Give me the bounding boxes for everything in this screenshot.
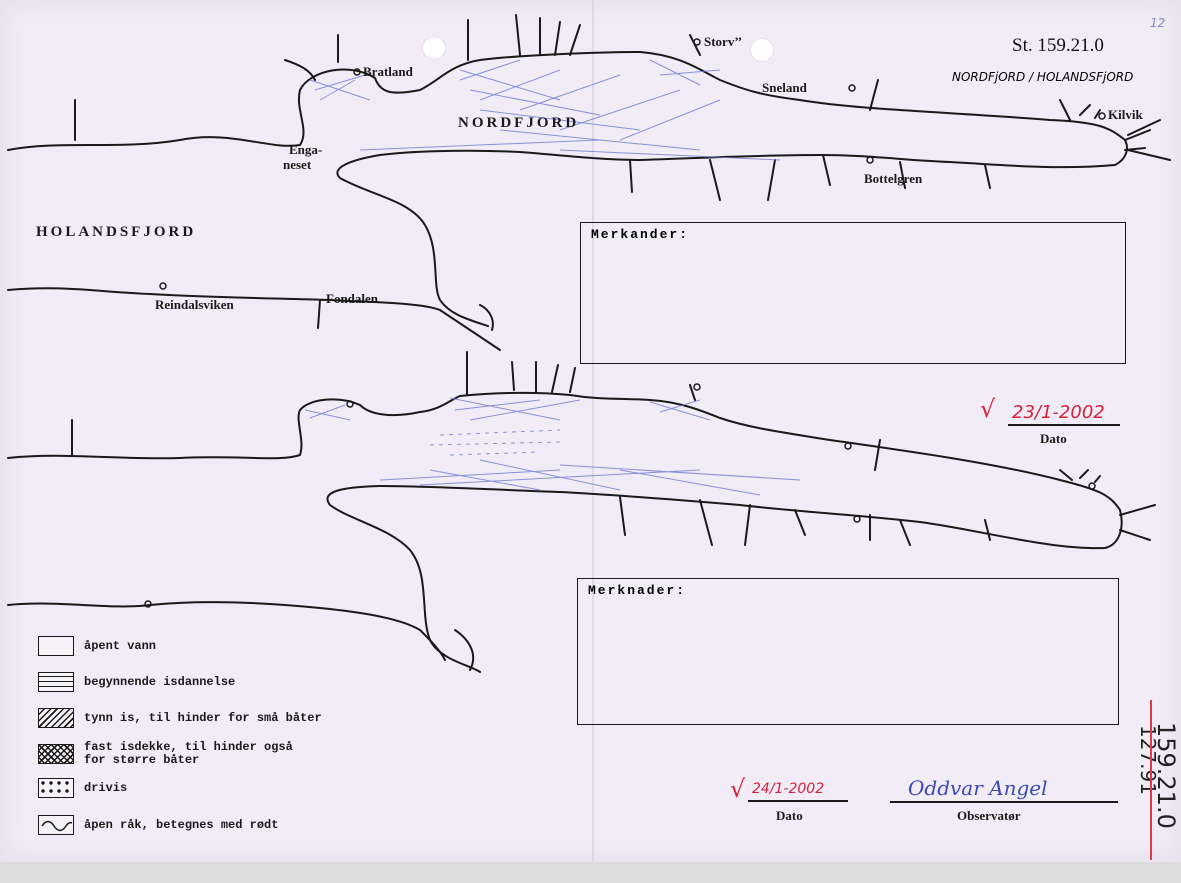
ice-forming-swatch	[38, 672, 74, 692]
legend-label: tynn is, til hinder for små båter	[84, 710, 322, 725]
open-lead-swatch	[38, 815, 74, 835]
observer-signature: Oddvar Angel	[908, 776, 1048, 800]
corner-note: 12	[1150, 16, 1166, 30]
margin-number-b: 159.21.0	[1152, 722, 1180, 829]
legend-label: begynnende isdannelse	[84, 674, 236, 689]
remarks-title-top: Merkander:	[591, 227, 690, 242]
label-bratland: Bratland	[363, 64, 413, 79]
label-neset: neset	[283, 157, 312, 172]
legend-label: fast isdekke, til hinder også for større…	[84, 740, 293, 767]
date-1-label: Dato	[1040, 431, 1067, 446]
legend-ice-forming: begynnende isdannelse	[38, 670, 235, 694]
bottom-map-tributaries	[7, 351, 1156, 671]
drift-ice-swatch	[38, 778, 74, 798]
label-nordfjord: NORDFJORD	[458, 115, 580, 131]
label-fondalen: Fondalen	[326, 291, 379, 306]
date-2-line	[748, 800, 848, 802]
top-map-inlet-east	[1124, 129, 1151, 151]
station-name-handwritten: NORDFjORD / HOLANDSFjORD	[952, 70, 1134, 84]
settlement-dot	[159, 282, 167, 290]
settlement-dot	[853, 515, 861, 523]
legend-drift-ice: drivis	[38, 776, 127, 800]
settlement-dot	[693, 38, 701, 46]
station-id: St. 159.21.0	[1012, 35, 1104, 56]
remarks-title-bottom: Merknader:	[588, 583, 687, 598]
ice-forming-dashes	[429, 429, 561, 456]
label-storvik: Storv’’	[704, 34, 743, 49]
check-mark-date-1: √	[980, 395, 996, 423]
margin-red-line	[1150, 700, 1152, 860]
date-2-value: 24/1-2002	[752, 781, 825, 797]
punch-hole-right	[750, 38, 774, 62]
observer-label: Observatør	[957, 808, 1021, 823]
punch-hole-left	[422, 36, 446, 60]
remarks-box-top: Merkander:	[580, 222, 1126, 364]
open-water-swatch	[38, 636, 74, 656]
top-map-north-shore	[7, 51, 1126, 151]
label-holandsfjord: HOLANDSFJORD	[36, 224, 197, 240]
settlement-dot	[144, 600, 152, 608]
label-kilvik: Kilvik	[1108, 107, 1143, 122]
bottom-map-north-shore	[7, 391, 1121, 511]
ice-hatch-bottom	[304, 397, 801, 496]
fast-ice-swatch	[38, 744, 74, 764]
wave-icon	[41, 820, 73, 832]
date-1-line	[1008, 424, 1120, 426]
legend-thin-ice: tynn is, til hinder for små båter	[38, 706, 322, 730]
legend-fast-ice: fast isdekke, til hinder også for større…	[38, 738, 293, 770]
settlement-dot	[1088, 482, 1096, 490]
label-sneland: Sneland	[762, 80, 807, 95]
thin-ice-swatch	[38, 708, 74, 728]
label-reindalsviken: Reindalsviken	[155, 297, 234, 312]
label-bottelgren: Bottelgren	[864, 171, 923, 186]
check-mark-date-2: √	[730, 775, 746, 803]
remarks-box-bottom: Merknader:	[577, 578, 1119, 725]
paper-fold	[592, 0, 594, 862]
settlement-dot	[866, 156, 874, 164]
settlement-dot	[353, 68, 361, 76]
settlement-dot	[844, 442, 852, 450]
top-map-south-shore	[336, 139, 1128, 327]
observer-line	[890, 801, 1118, 803]
settlement-dot	[346, 400, 354, 408]
date-2-label: Dato	[776, 808, 803, 823]
legend-open-lead: åpen råk, betegnes med rødt	[38, 813, 278, 837]
settlement-dot	[1098, 112, 1106, 120]
fjord-maps	[7, 14, 1171, 673]
legend-open-water: åpent vann	[38, 634, 156, 658]
bottom-map-south-shore	[326, 485, 1123, 673]
legend-label: åpent vann	[84, 638, 157, 653]
legend-label: åpen råk, betegnes med rødt	[84, 817, 279, 832]
settlement-dot	[693, 383, 701, 391]
ice-hatch-top	[309, 59, 781, 161]
settlement-dot	[848, 84, 856, 92]
ice-report-sheet: Storv’’ Bratland Sneland Kilvik NORDFJOR…	[0, 0, 1181, 862]
label-enga: Enga-	[289, 142, 323, 157]
legend-label: drivis	[84, 780, 128, 795]
date-1-value: 23/1-2002	[1012, 402, 1105, 423]
